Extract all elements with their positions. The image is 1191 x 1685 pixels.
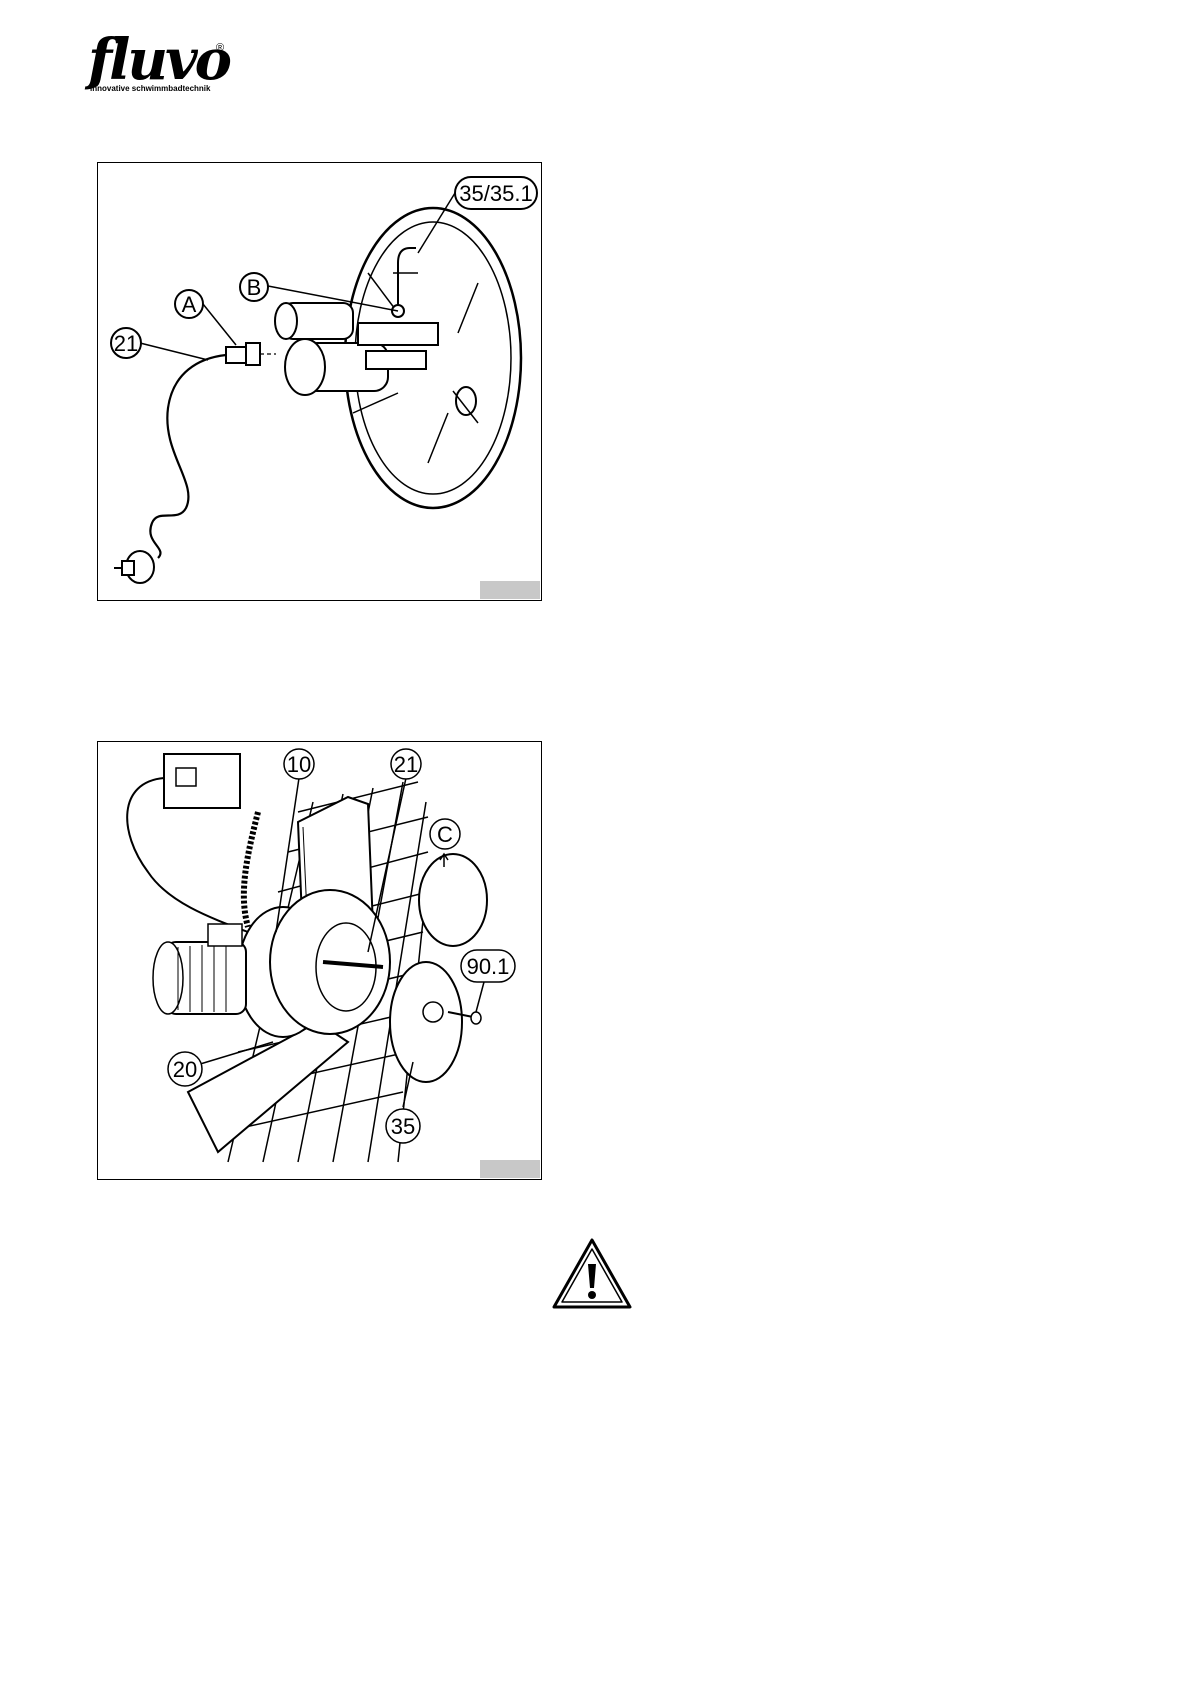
registered-mark: ® xyxy=(216,42,224,54)
fluvo-logo: fluvo ® innovative schwimmbadtechnik xyxy=(88,30,238,96)
callout-90-1: 90.1 xyxy=(467,954,510,979)
callout-35-35-1: 35/35.1 xyxy=(459,181,532,206)
figure-pressure-switch-cable: 35/35.1 B A 21 xyxy=(97,162,542,601)
callout-20: 20 xyxy=(173,1057,197,1082)
figure-1-number-tag xyxy=(480,581,540,599)
figure-pump-installation: 10 21 C 90.1 20 35 xyxy=(97,741,542,1180)
figure-1-drawing: 35/35.1 B A 21 xyxy=(98,163,541,600)
callout-b: B xyxy=(247,275,262,300)
brand-name: fluvo xyxy=(88,30,229,90)
callout-c: C xyxy=(437,822,453,847)
callout-21: 21 xyxy=(114,331,138,356)
brand-tagline: innovative schwimmbadtechnik xyxy=(90,84,210,93)
callout-35: 35 xyxy=(391,1114,415,1139)
callout-10: 10 xyxy=(287,752,311,777)
figure-2-number-tag xyxy=(480,1160,540,1178)
figure-2-drawing: 10 21 C 90.1 20 35 xyxy=(98,742,541,1179)
warning-triangle-icon xyxy=(551,1237,633,1311)
callout-a: A xyxy=(182,292,197,317)
callout-21: 21 xyxy=(394,752,418,777)
